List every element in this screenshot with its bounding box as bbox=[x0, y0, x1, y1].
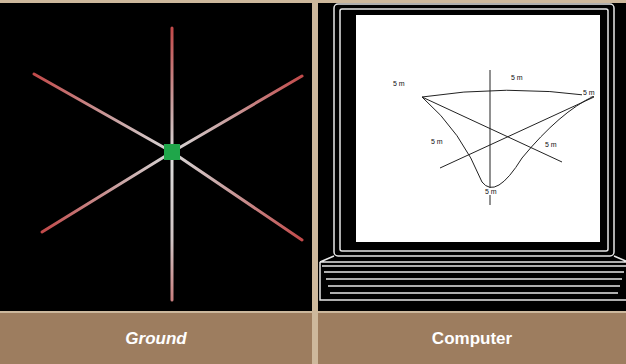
ground-panel bbox=[0, 3, 312, 311]
laptop bbox=[320, 4, 626, 300]
dimension-label: 5 m bbox=[544, 141, 558, 148]
computer-panel bbox=[318, 3, 626, 311]
dimension-label: 5 m bbox=[582, 89, 596, 96]
plot bbox=[422, 70, 594, 205]
panel-caption: Ground bbox=[125, 329, 186, 349]
caption-band: Computer bbox=[318, 313, 626, 364]
panel-caption: Computer bbox=[432, 329, 512, 349]
dimension-label: 5 m bbox=[392, 80, 406, 87]
dimension-label: 5 m bbox=[484, 188, 498, 195]
dimension-label: 5 m bbox=[510, 74, 524, 81]
ground-star bbox=[34, 28, 302, 300]
dimension-label: 5 m bbox=[430, 138, 444, 145]
caption-band: Ground bbox=[0, 313, 312, 364]
center-marker bbox=[164, 144, 180, 160]
screen bbox=[356, 15, 600, 242]
